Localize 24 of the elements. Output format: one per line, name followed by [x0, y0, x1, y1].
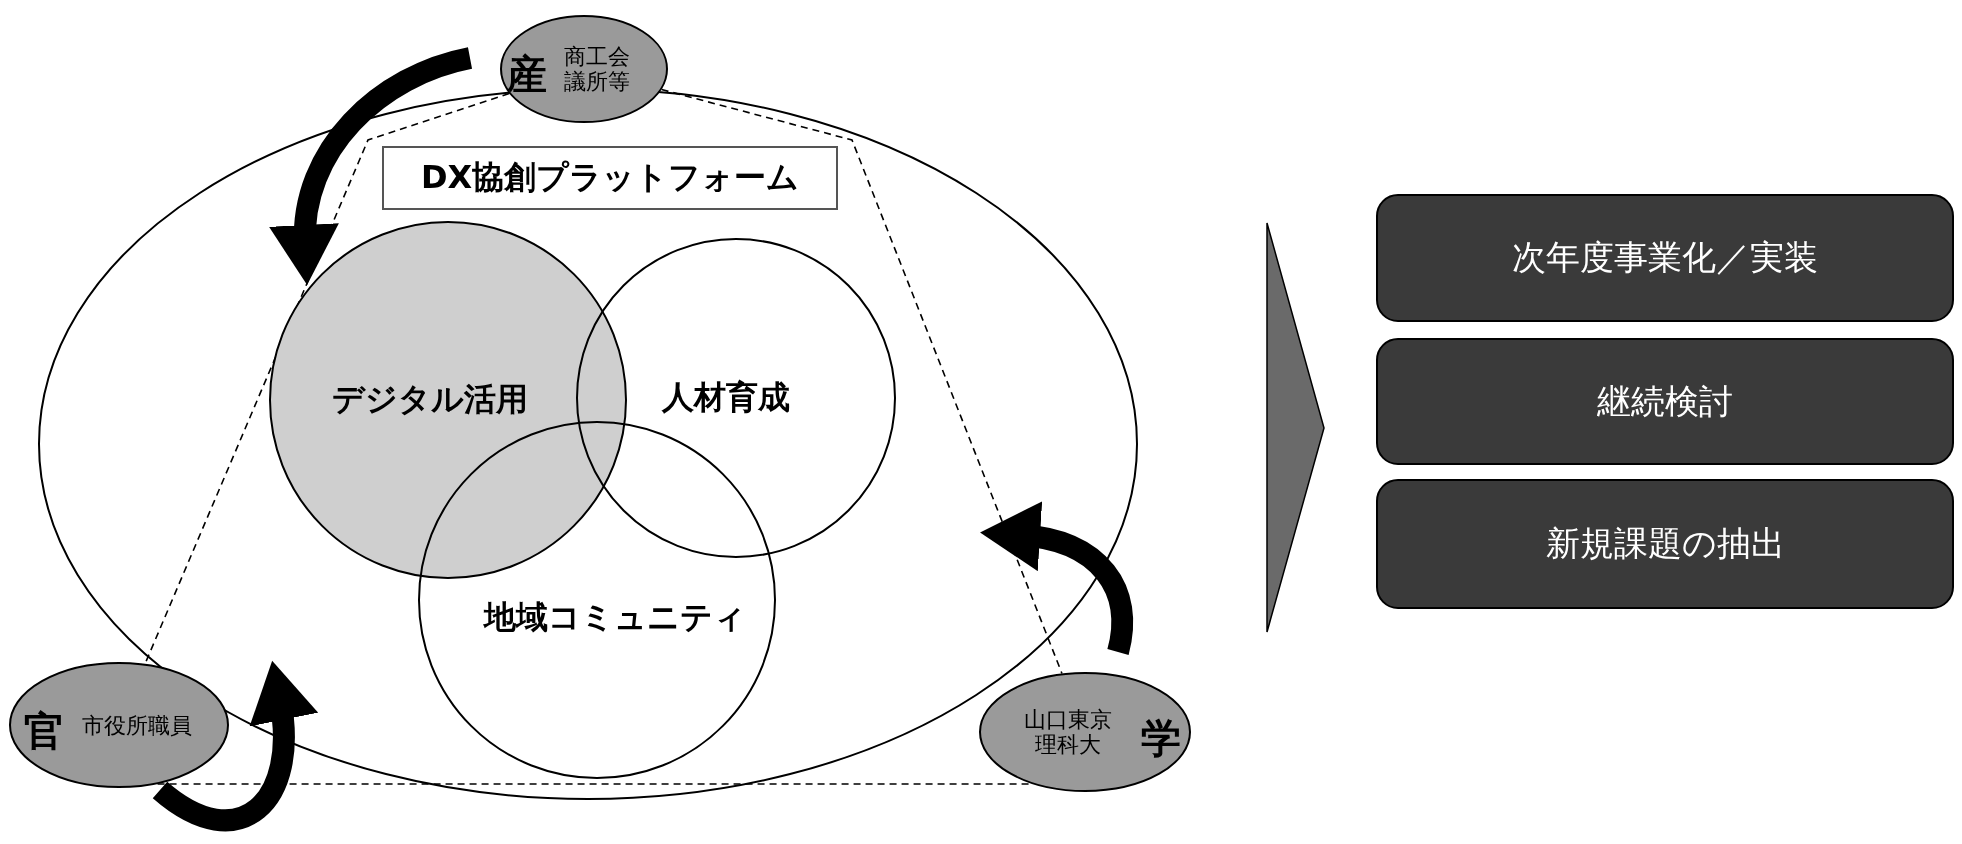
- result-text: 継続検討: [1597, 379, 1733, 423]
- circle-label: 人材育成: [662, 377, 791, 418]
- result-box: [1376, 194, 1954, 322]
- actor-name: 山口東京理科大: [1023, 706, 1114, 758]
- title-box: [382, 146, 838, 210]
- dashed-line: [660, 88, 1063, 675]
- result-text: 新規課題の抽出: [1545, 522, 1785, 565]
- venn-circle: [418, 421, 776, 779]
- sector-label: 官: [24, 706, 65, 756]
- actor-ellipse: [9, 662, 229, 788]
- result-text: 次年度事業化／実装: [1512, 236, 1818, 279]
- venn-circle: [576, 238, 896, 558]
- actor-ellipse: [979, 672, 1191, 792]
- actor-name: 商工会議所等: [563, 43, 632, 95]
- venn-circle: [269, 221, 627, 579]
- circle-label: デジタル活用: [332, 379, 529, 420]
- result-box: [1376, 338, 1954, 465]
- sector-label: 産: [506, 49, 547, 99]
- platform-title: DX協創プラットフォーム: [421, 157, 800, 198]
- circle-label: 地域コミュニティ: [483, 596, 746, 638]
- actor-ellipse: [500, 15, 668, 123]
- sector-label: 学: [1141, 713, 1182, 763]
- actor-name: 市役所職員: [81, 712, 192, 738]
- result-box: [1376, 479, 1954, 609]
